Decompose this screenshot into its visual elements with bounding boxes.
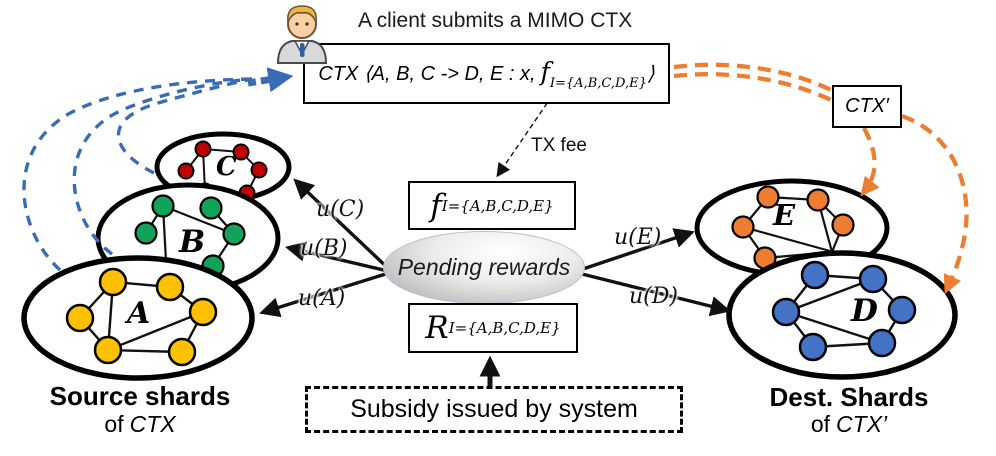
blue-dashed-arrows <box>22 77 253 272</box>
subsidy-label: Subsidy issued by system <box>350 395 638 423</box>
shard-e-nodes <box>731 185 855 270</box>
fee-subscript: I={A,B,C,D,E} <box>441 196 554 215</box>
shard-a <box>21 255 255 381</box>
shard-e-label: E <box>773 198 796 232</box>
shard-b-nodes <box>134 194 246 278</box>
shard-a-nodes <box>65 267 218 367</box>
shard-d-label: D <box>851 293 878 329</box>
tx-fee-label: TX fee <box>531 135 587 156</box>
pending-rewards-label: Pending rewards <box>397 254 571 280</box>
utility-arrow-c <box>293 178 394 274</box>
utility-arrows <box>259 178 731 318</box>
ctx-formula-box: CTX ⟨A, B, C -> D, E : x,fI={A,B,C,D,E}⟩ <box>303 43 670 104</box>
shard-a-label: A <box>127 296 151 331</box>
subsidy-box: Subsidy issued by system <box>305 386 683 433</box>
utility-arrow-d <box>573 270 731 317</box>
utility-arrow-a <box>259 270 393 318</box>
utility-arrow-e <box>573 228 695 274</box>
client-caption: A client submits a MIMO CTX <box>358 9 633 32</box>
fee-symbol: f <box>430 187 442 224</box>
shard-d <box>726 250 958 380</box>
utility-label-a: u(A) <box>298 286 346 311</box>
utility-label-c: u(C) <box>316 197 365 222</box>
ctx-prime-box: CTX′ <box>832 85 902 128</box>
shard-d-nodes <box>771 260 917 362</box>
tx-fee-arrow <box>496 91 557 178</box>
client-person-icon <box>276 5 328 64</box>
pending-rewards-ellipse: Pending rewards <box>383 231 585 304</box>
source-shards-caption: Source shards <box>49 381 231 411</box>
ctx-prime-label: CTX′ <box>845 95 889 117</box>
shard-b-label: B <box>179 224 206 260</box>
orange-dashed-arrows <box>673 62 969 295</box>
utility-label-e: u(E) <box>614 225 662 250</box>
blue-arrow-shaft <box>247 67 294 93</box>
utility-label-b: u(B) <box>300 236 348 261</box>
reward-symbol: R <box>425 310 449 346</box>
reward-subscript: I={A,B,C,D,E} <box>448 319 561 337</box>
ctx-formula: CTX ⟨A, B, C -> D, E : x,fI={A,B,C,D,E}⟩ <box>318 56 655 91</box>
utility-label-d: u(D) <box>629 284 678 309</box>
shard-d-ellipse <box>726 250 958 380</box>
shard-c-label: C <box>216 152 237 182</box>
dest-shards-caption: Dest. Shards <box>769 382 929 412</box>
utility-arrow-b <box>285 241 393 274</box>
